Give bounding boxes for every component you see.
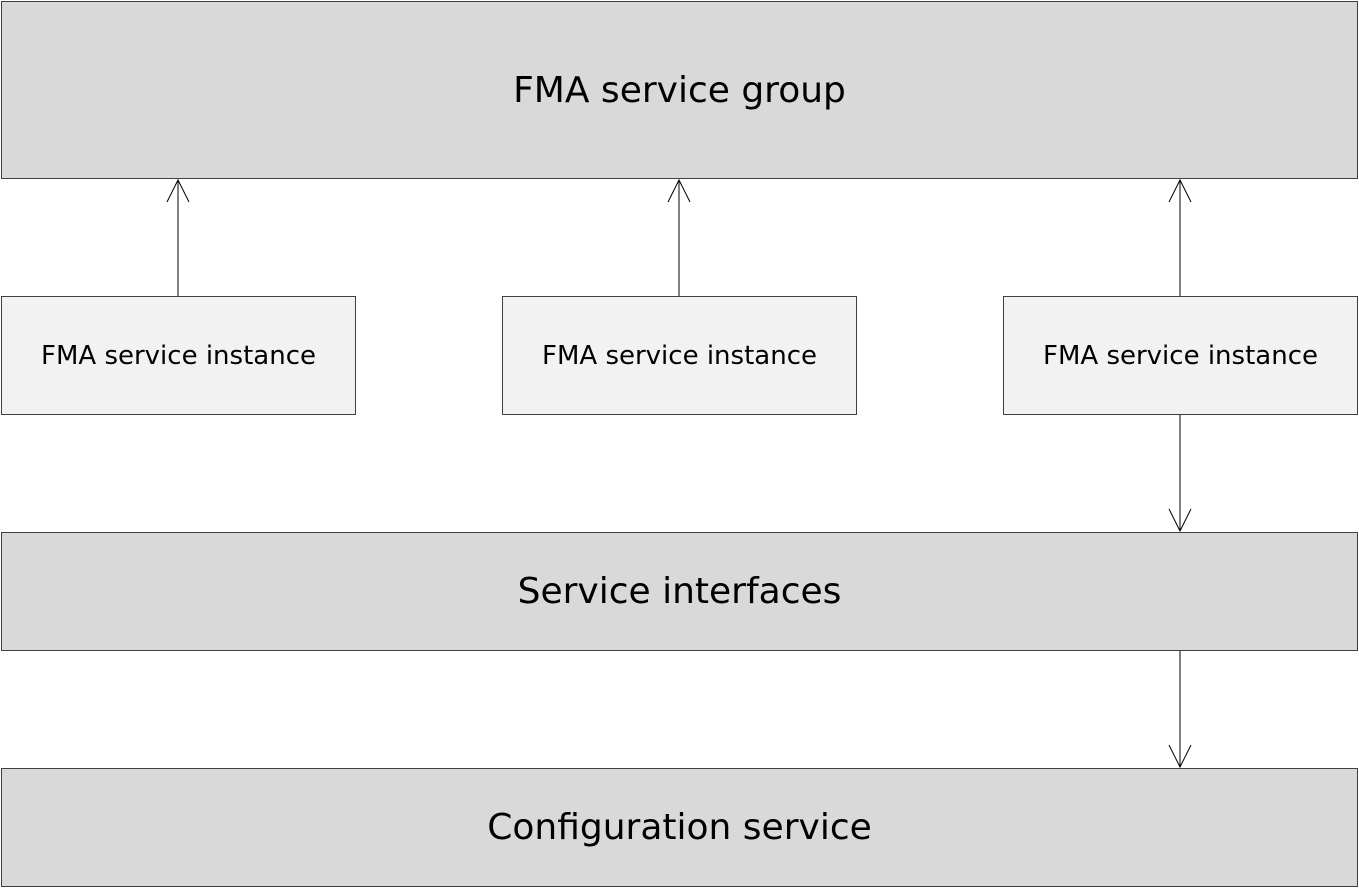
service-interfaces-box: Service interfaces [1, 532, 1358, 651]
fma-service-group-box: FMA service group [1, 1, 1358, 179]
fma-service-instance-box-2: FMA service instance [502, 296, 857, 415]
arrow-instance-3-to-interfaces [1168, 415, 1192, 533]
fma-service-instance-box-1: FMA service instance [1, 296, 356, 415]
arrow-instance-1-to-group [166, 178, 190, 296]
fma-service-instance-label-3: FMA service instance [1043, 340, 1318, 371]
configuration-service-label: Configuration service [487, 807, 872, 848]
service-interfaces-label: Service interfaces [517, 571, 842, 612]
fma-service-instance-label-1: FMA service instance [41, 340, 316, 371]
fma-service-instance-box-3: FMA service instance [1003, 296, 1358, 415]
arrow-instance-3-to-group [1168, 178, 1192, 296]
fma-service-group-label: FMA service group [513, 69, 846, 111]
configuration-service-box: Configuration service [1, 768, 1358, 887]
arrow-instance-2-to-group [667, 178, 691, 296]
fma-service-instance-label-2: FMA service instance [542, 340, 817, 371]
arrow-interfaces-to-configuration [1168, 651, 1192, 769]
